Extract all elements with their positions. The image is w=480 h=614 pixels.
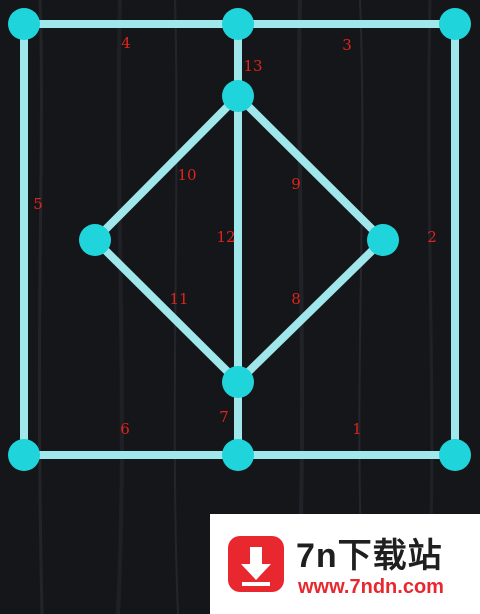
node-n9[interactable] xyxy=(222,439,254,471)
edge-9[interactable] xyxy=(234,92,387,244)
edge-label-10: 10 xyxy=(177,166,196,184)
edge-label-9: 9 xyxy=(291,175,301,193)
edge-label-7: 7 xyxy=(219,408,229,426)
edge-label-11: 11 xyxy=(169,290,188,308)
node-n10[interactable] xyxy=(439,439,471,471)
watermark-title: 7n下载站 xyxy=(296,537,443,575)
edge-10[interactable] xyxy=(91,92,242,244)
edge-label-12: 12 xyxy=(216,228,235,246)
node-n1[interactable] xyxy=(8,8,40,40)
edge-label-2: 2 xyxy=(427,228,437,246)
node-n5[interactable] xyxy=(79,224,111,256)
edge-11[interactable] xyxy=(91,236,242,386)
node-n2[interactable] xyxy=(222,8,254,40)
edge-label-8: 8 xyxy=(291,290,301,308)
watermark-url: www.7ndn.com xyxy=(298,576,444,598)
edge-label-4: 4 xyxy=(121,34,131,52)
download-arrow-icon xyxy=(228,536,284,592)
node-n6[interactable] xyxy=(367,224,399,256)
node-n3[interactable] xyxy=(439,8,471,40)
edge-8[interactable] xyxy=(234,236,387,386)
node-n4[interactable] xyxy=(222,80,254,112)
edge-label-5: 5 xyxy=(33,195,43,213)
edge-label-6: 6 xyxy=(120,420,130,438)
edge-label-13: 13 xyxy=(243,57,262,75)
watermark-banner: 7n下载站 www.7ndn.com xyxy=(210,514,480,614)
node-n8[interactable] xyxy=(8,439,40,471)
node-n7[interactable] xyxy=(222,366,254,398)
edge-label-3: 3 xyxy=(342,36,352,54)
edge-label-1: 1 xyxy=(352,420,362,438)
